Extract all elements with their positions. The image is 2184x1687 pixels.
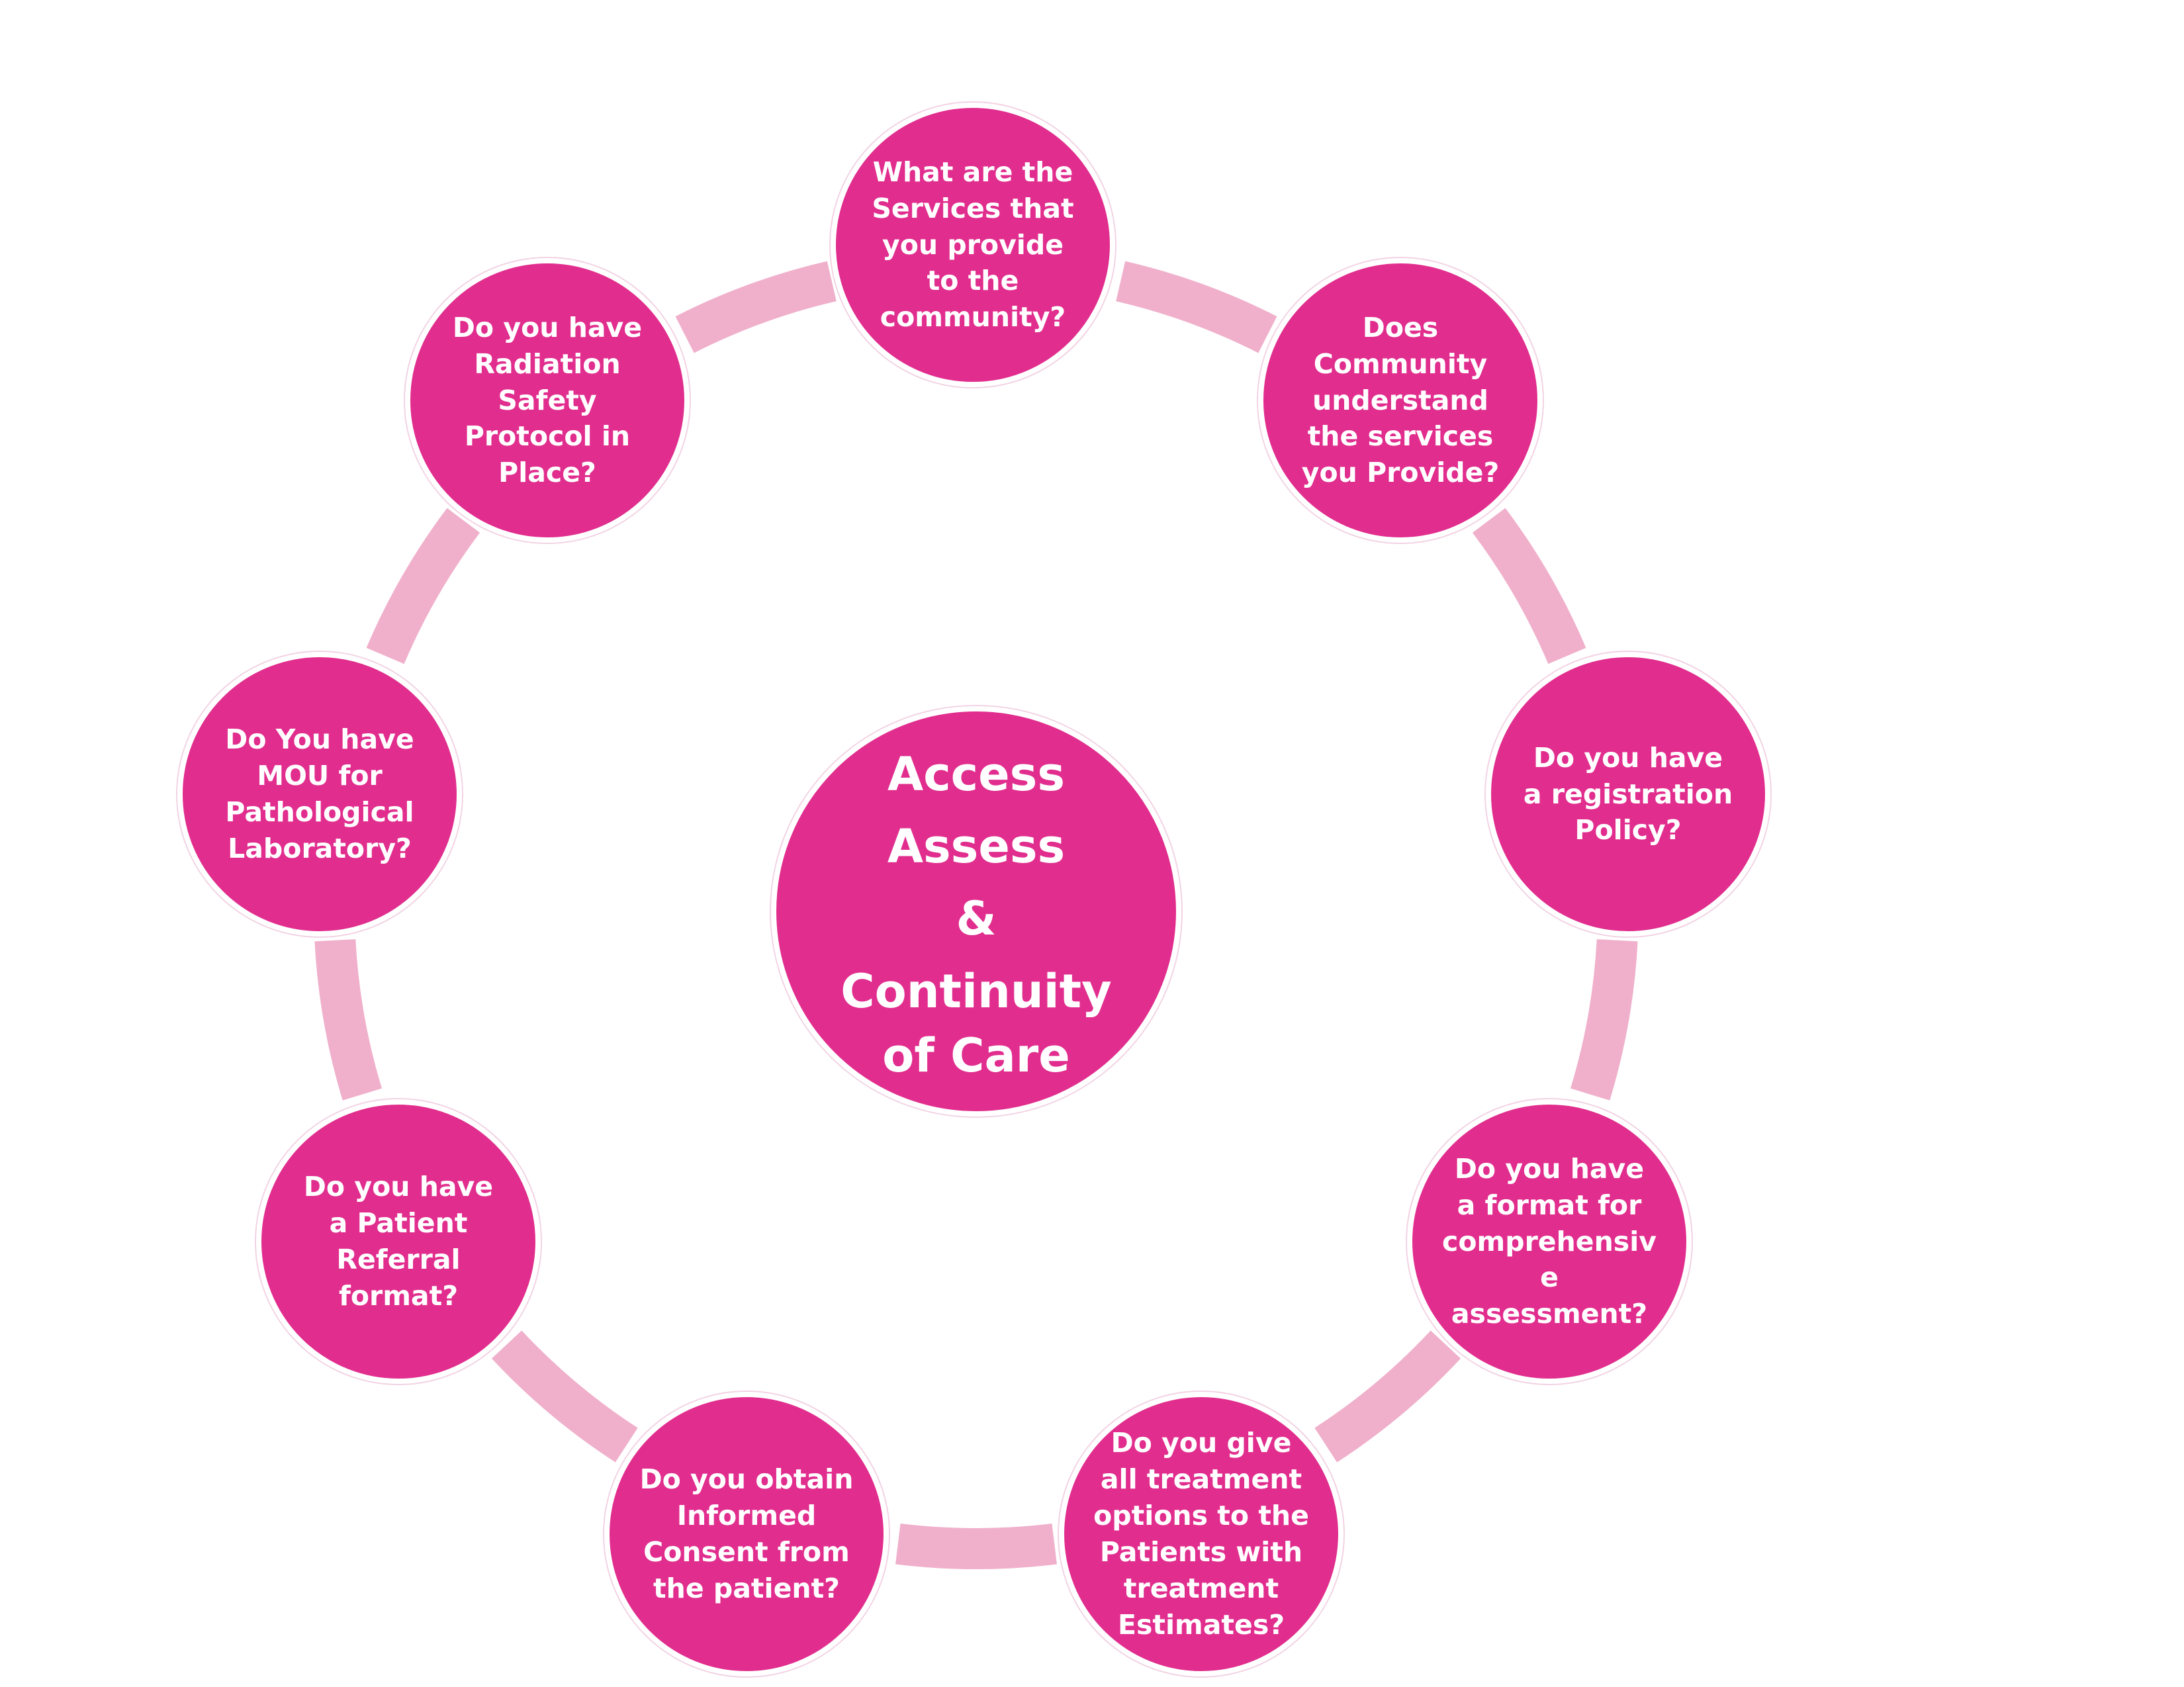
node-services-text: What are the Services that you provide t…: [872, 156, 1074, 334]
node-radiation-safety-text: Do you have Radiation Safety Protocol in…: [452, 311, 643, 489]
node-referral-format-text: Do you have a Patient Referral format?: [303, 1171, 494, 1312]
connector-arc: [366, 508, 480, 664]
node-assessment-format: Do you have a format for comprehensiv e …: [1407, 1099, 1692, 1384]
center-line-access: Access: [887, 747, 1065, 801]
center-node: Access Assess & Continuity of Care: [771, 706, 1181, 1117]
node-services: What are the Services that you provide t…: [831, 103, 1115, 387]
node-mou-laboratory: Do You have MOU for Pathological Laborat…: [177, 652, 462, 936]
node-informed-consent: Do you obtain Informed Consent from the …: [604, 1392, 889, 1676]
connector-arc: [314, 939, 383, 1101]
connector-arc: [1116, 261, 1277, 353]
connector-arc: [1570, 939, 1638, 1101]
node-assessment-format-text: Do you have a format for comprehensiv e …: [1442, 1152, 1657, 1330]
node-referral-format: Do you have a Patient Referral format?: [256, 1099, 541, 1384]
center-line-assess: Assess: [887, 819, 1066, 874]
connector-arc: [895, 1523, 1057, 1569]
center-line-ampersand: &: [956, 891, 997, 946]
center-line-continuity: Continuity: [841, 964, 1112, 1019]
node-community-understanding: Does Community understand the services y…: [1258, 258, 1543, 543]
node-treatment-options-text: Do you give all treatment options to the…: [1093, 1427, 1309, 1641]
connector-arcs: [314, 261, 1638, 1569]
connector-arc: [675, 261, 837, 353]
connector-arc: [491, 1330, 638, 1463]
node-radiation-safety: Do you have Radiation Safety Protocol in…: [405, 258, 690, 543]
node-informed-consent-text: Do you obtain Informed Consent from the …: [639, 1463, 854, 1604]
center-line-of-care: of Care: [882, 1028, 1070, 1083]
connector-arc: [1314, 1330, 1461, 1463]
node-registration-policy: Do you have a registration Policy?: [1486, 652, 1770, 936]
node-community-understanding-text: Does Community understand the services y…: [1301, 311, 1500, 489]
node-treatment-options: Do you give all treatment options to the…: [1059, 1392, 1343, 1676]
node-mou-laboratory-text: Do You have MOU for Pathological Laborat…: [225, 723, 414, 864]
node-registration-policy-text: Do you have a registration Policy?: [1523, 741, 1733, 846]
connector-arc: [1472, 508, 1586, 664]
